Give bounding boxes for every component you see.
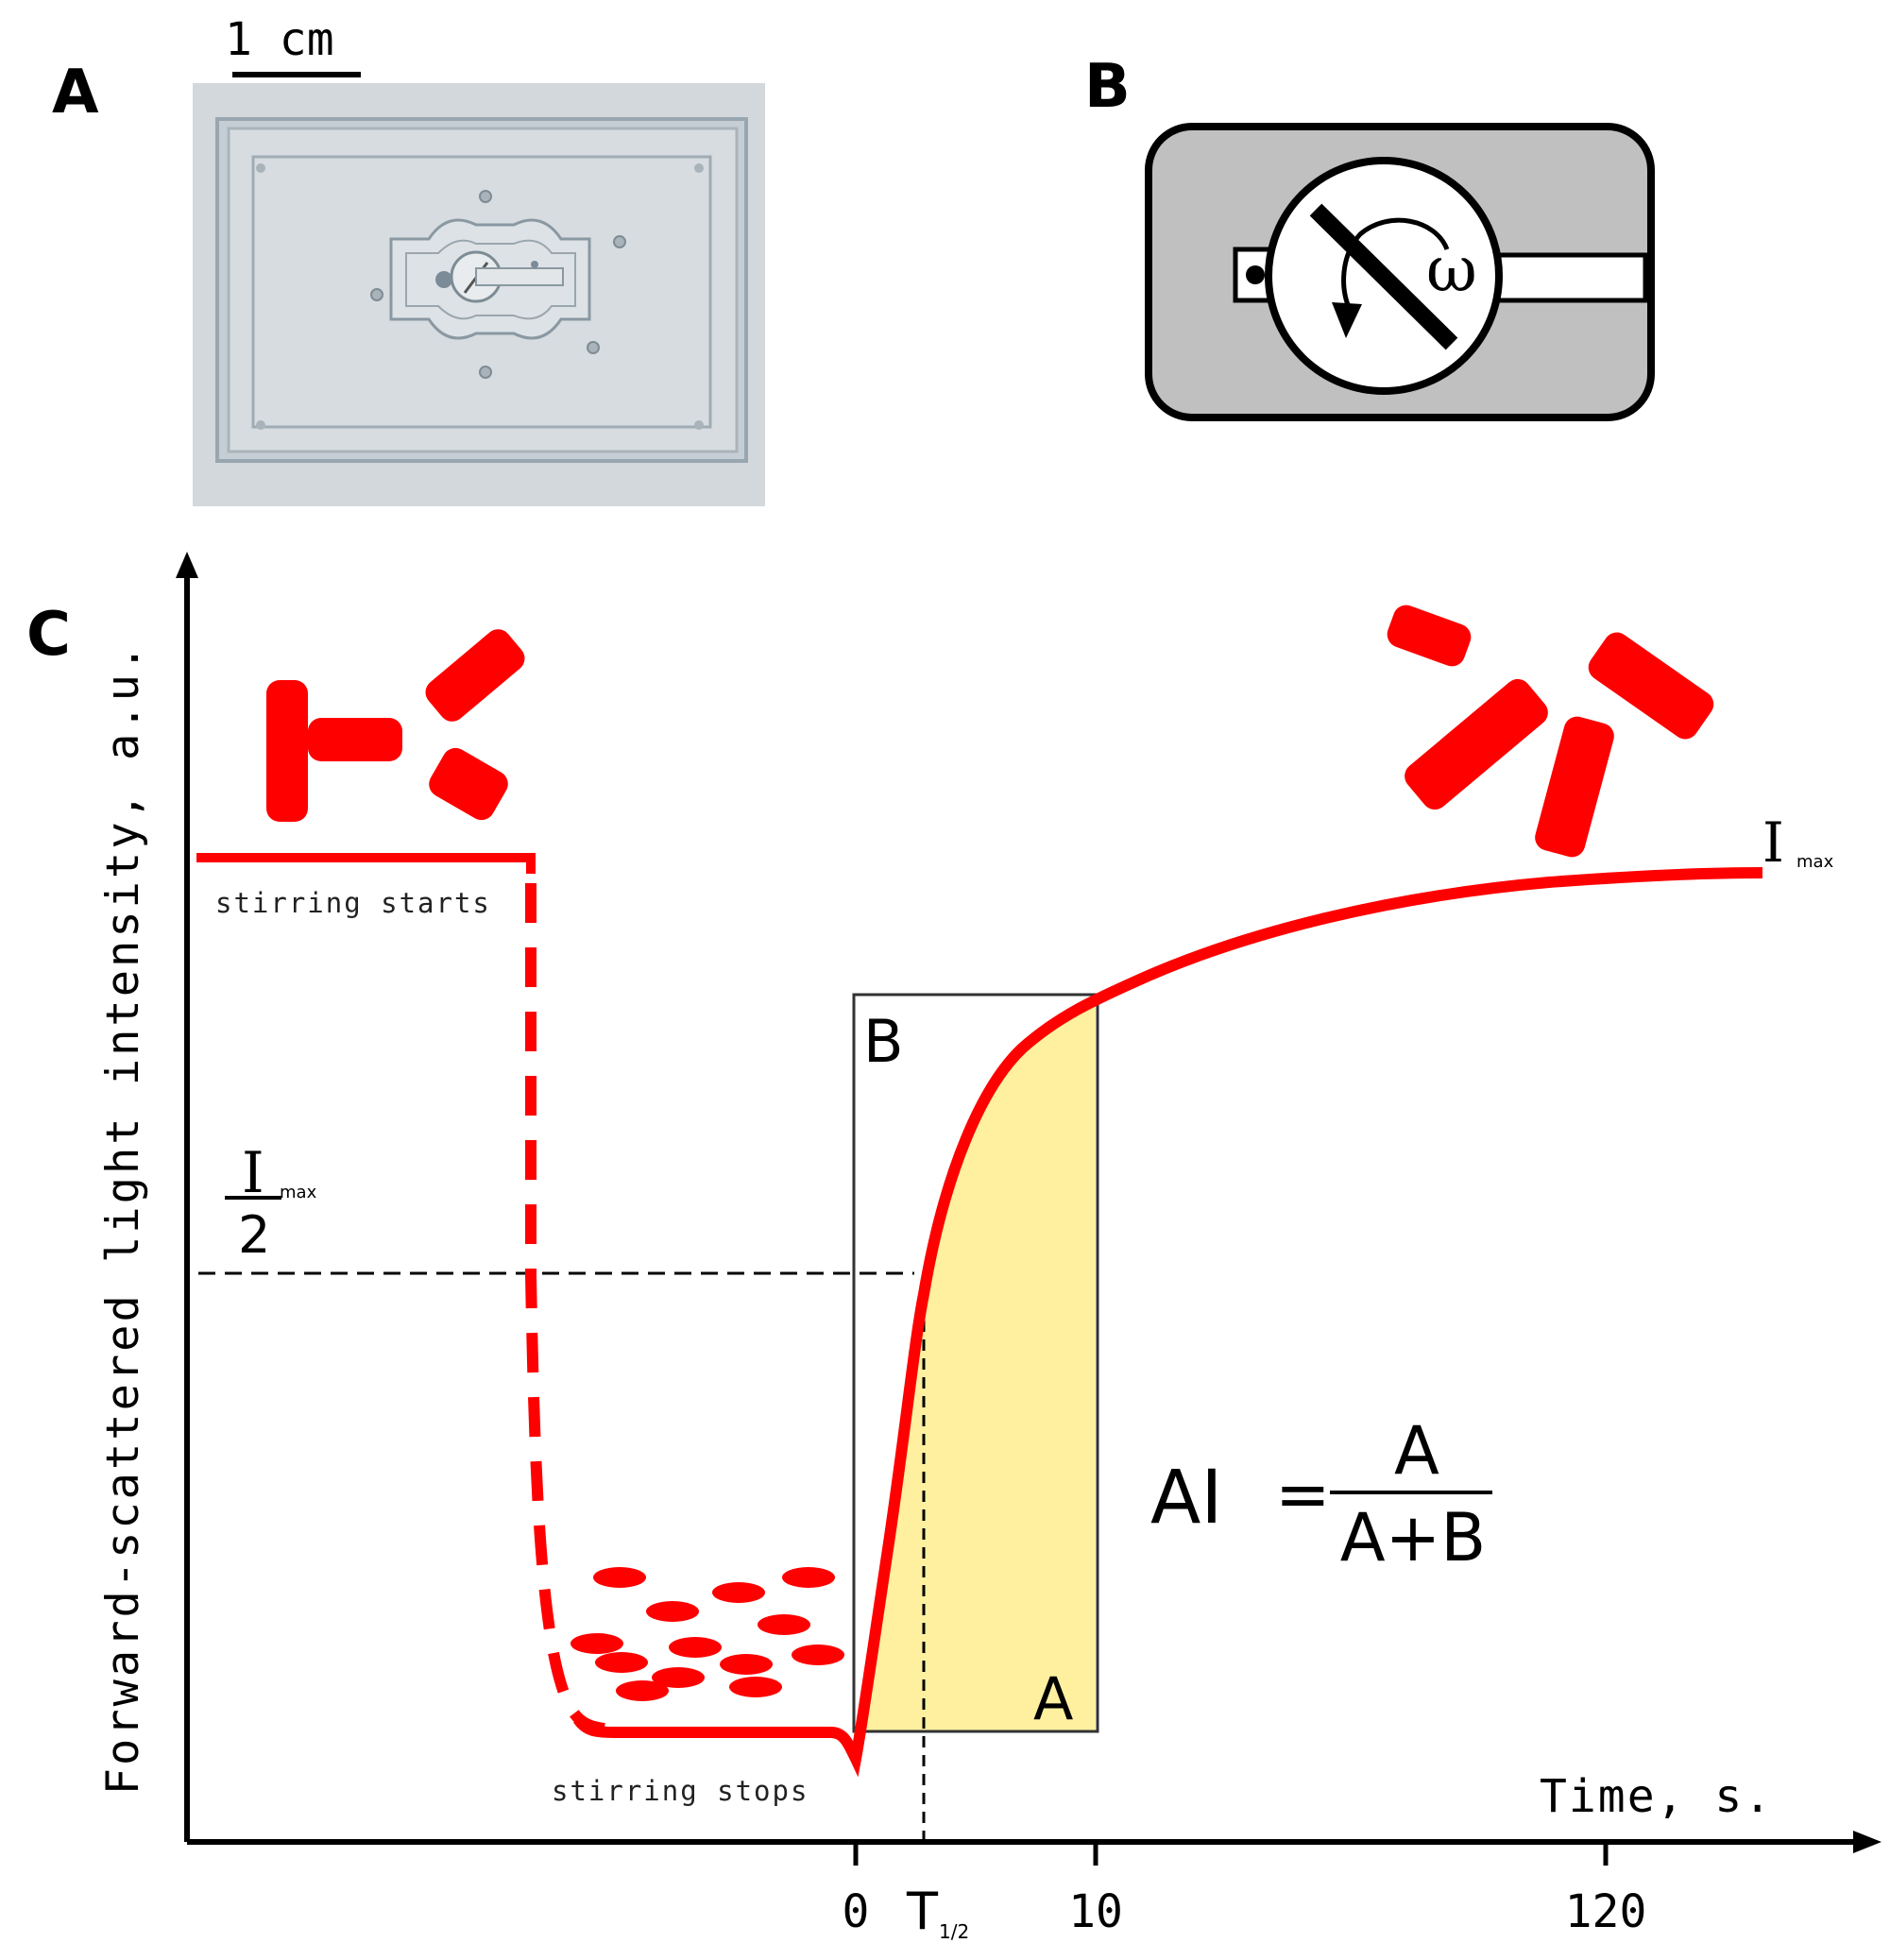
panel-c-label: C — [26, 600, 71, 670]
t-half-label: T — [906, 1882, 939, 1941]
stirrer-device-schematic: ω — [1145, 123, 1655, 421]
half-max-subscript: max — [280, 1183, 317, 1202]
aggregates-end — [1387, 605, 1714, 858]
chip-photo — [193, 83, 765, 506]
y-axis-label: Forward-scattered light intensity, a.u. — [97, 642, 149, 1796]
i-max-subscript: max — [1796, 852, 1834, 872]
formula-equals: = — [1275, 1456, 1331, 1533]
scale-bar — [232, 72, 361, 77]
x-axis-label: Time, s. — [1540, 1770, 1773, 1823]
stirring-stops-note: stirring stops — [552, 1775, 809, 1807]
aggregates-start — [266, 629, 525, 822]
region-b-label: B — [863, 1007, 904, 1076]
curve-baseline-start — [196, 853, 536, 874]
chip-drawing — [193, 83, 765, 506]
formula-lhs: AI — [1150, 1456, 1222, 1541]
formula-denominator: A+B — [1340, 1499, 1487, 1577]
half-max-numerator: I — [242, 1140, 264, 1206]
half-max-denominator: 2 — [238, 1205, 270, 1265]
stirring-starts-note: stirring starts — [215, 887, 491, 919]
scale-bar-label: 1 cm — [225, 13, 334, 66]
i-max-label: I — [1762, 810, 1784, 875]
x-axis-arrow-icon — [1853, 1831, 1881, 1853]
curve-dashed-drop — [525, 883, 605, 1734]
x-tick-label-0: 0 — [843, 1885, 870, 1938]
formula-numerator: A — [1394, 1412, 1439, 1490]
panel-a-label: A — [52, 58, 99, 128]
y-axis-arrow-icon — [176, 552, 198, 578]
t-half-subscript: 1/2 — [939, 1920, 969, 1943]
region-box — [852, 993, 1099, 1733]
region-a-area — [861, 1001, 1096, 1730]
curve-main — [573, 867, 1763, 1778]
dispersed-cells — [570, 1567, 844, 1701]
region-a-label: A — [1033, 1664, 1073, 1733]
stir-bar — [1309, 203, 1458, 350]
x-tick-label-120: 120 — [1565, 1885, 1647, 1938]
panel-b-label: B — [1084, 52, 1131, 122]
x-tick-label-10: 10 — [1068, 1885, 1123, 1938]
axes — [176, 552, 1881, 1866]
rotation-arrow — [1341, 217, 1450, 314]
arrow-head-icon — [1332, 302, 1362, 338]
omega-symbol: ω — [1426, 233, 1477, 306]
